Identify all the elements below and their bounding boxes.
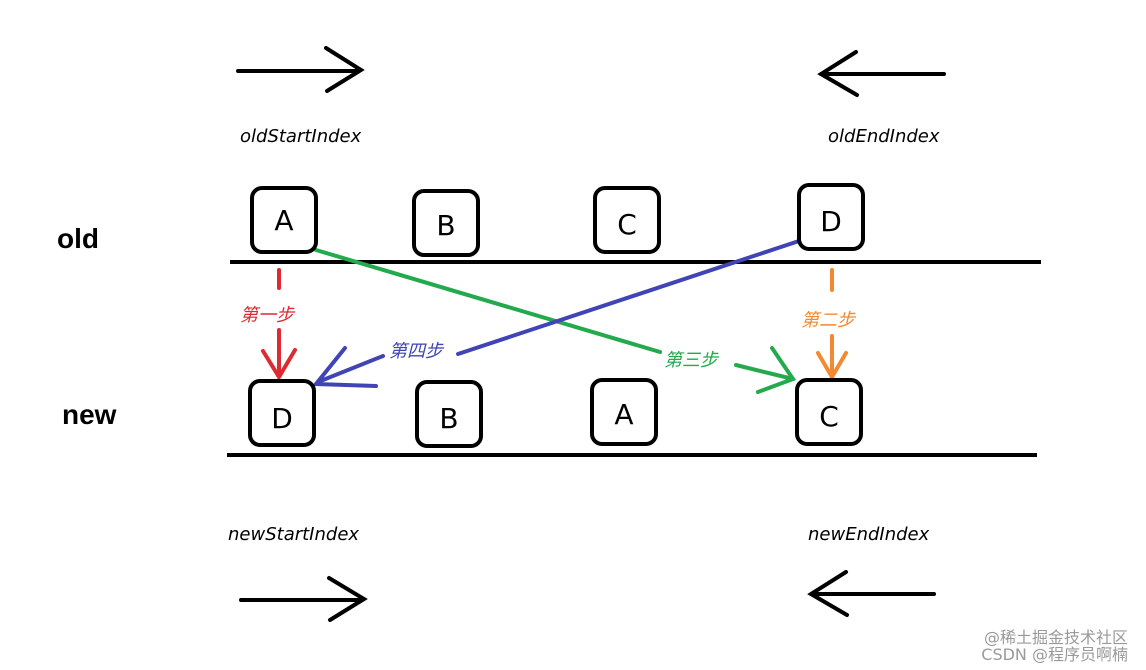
new-node-a: A (590, 378, 658, 446)
new-end-index-label: newEndIndex (808, 524, 930, 545)
new-node-d: D (248, 379, 316, 447)
step4-label: 第四步 (389, 341, 445, 362)
new-node-c-label: C (819, 400, 839, 433)
new-node-c: C (795, 378, 863, 446)
step1-label: 第一步 (240, 305, 296, 326)
step4-arrow (311, 239, 801, 388)
old-node-c-label: C (617, 208, 637, 241)
new-start-direction-arrow (239, 576, 368, 622)
step2-label: 第二步 (801, 310, 857, 331)
new-row-label: new (62, 399, 117, 430)
old-end-direction-arrow (817, 50, 946, 97)
new-node-b: B (415, 380, 483, 448)
old-node-a-label: A (274, 204, 293, 237)
old-row-label: old (57, 223, 99, 254)
new-node-b-label: B (439, 402, 458, 435)
old-node-d-label: D (820, 205, 842, 238)
old-start-direction-arrow (236, 46, 365, 93)
new-start-index-label: newStartIndex (228, 524, 359, 545)
new-node-d-label: D (271, 402, 293, 435)
old-node-d: D (797, 183, 865, 251)
old-node-b-label: B (436, 209, 455, 242)
step3-arrow (314, 248, 797, 394)
step3-label: 第三步 (664, 350, 720, 371)
watermark-juejin: @稀土掘金技术社区 (984, 628, 1128, 647)
step2-arrow (816, 268, 848, 381)
step1-arrow (261, 268, 297, 381)
old-node-a: A (250, 186, 318, 254)
old-end-index-label: oldEndIndex (828, 126, 940, 147)
watermark-csdn: CSDN @程序员啊楠 (981, 645, 1128, 664)
new-end-direction-arrow (807, 570, 936, 617)
old-start-index-label: oldStartIndex (240, 126, 362, 147)
new-node-a-label: A (614, 398, 633, 431)
old-node-c: C (593, 186, 661, 254)
old-node-b: B (412, 189, 480, 257)
